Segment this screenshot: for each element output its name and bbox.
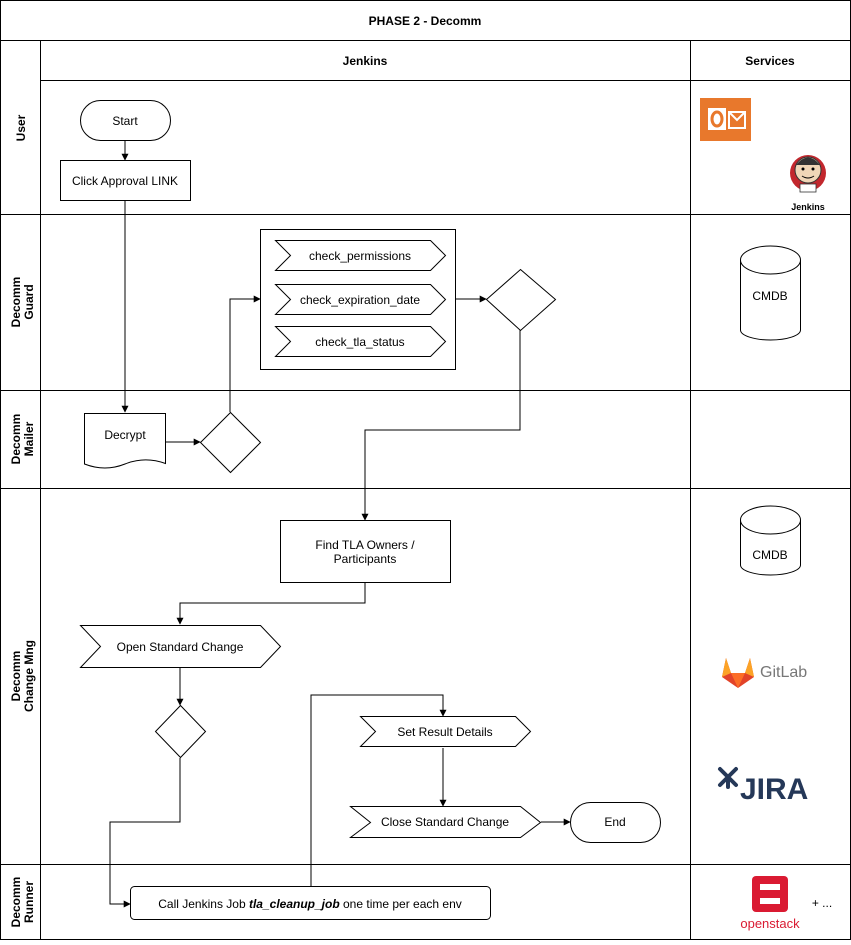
- cmdb-change-icon: CMDB: [740, 505, 801, 576]
- lane-mailer-line1: Decomm: [9, 414, 23, 465]
- jira-label: JIRA: [740, 773, 808, 806]
- lane-runner-line1: Decomm: [9, 877, 23, 928]
- lane-mailer-line2: Mailer: [22, 421, 36, 456]
- click-approval-label: Click Approval LINK: [72, 174, 178, 188]
- lane-change-line2: Change Mng: [22, 640, 36, 712]
- check-expiration-label: check_expiration_date: [300, 293, 420, 307]
- check-tla-step[interactable]: check_tla_status: [274, 326, 447, 357]
- lane-runner-line2: Runner: [22, 881, 36, 923]
- openstack-label: openstack: [740, 916, 800, 931]
- start-label: Start: [112, 114, 138, 128]
- close-change-node[interactable]: Close Standard Change: [349, 806, 542, 838]
- column-services: Services: [745, 54, 795, 68]
- diagram-title: PHASE 2 - Decomm: [369, 14, 482, 28]
- change-decision[interactable]: [154, 704, 207, 759]
- find-owners-node[interactable]: Find TLA Owners / Participants: [280, 520, 451, 583]
- svg-text:Call Jenkins Job tla_cleanup_j: Call Jenkins Job tla_cleanup_job one tim…: [158, 897, 462, 911]
- guard-checks-group: check_permissions check_expiration_date …: [260, 229, 456, 370]
- set-result-label: Set Result Details: [397, 725, 492, 739]
- find-owners-label-line2: Participants: [334, 552, 397, 566]
- mailer-decision[interactable]: [199, 411, 262, 474]
- lane-user: User: [14, 114, 28, 141]
- open-change-node[interactable]: Open Standard Change: [79, 625, 282, 668]
- cmdb-guard-icon: CMDB: [740, 245, 801, 341]
- gitlab-icon: GitLab: [722, 658, 807, 688]
- open-change-label: Open Standard Change: [117, 640, 244, 654]
- lane-guard-line2: Guard: [22, 284, 36, 319]
- check-permissions-label: check_permissions: [309, 249, 411, 263]
- jenkins-icon: Jenkins: [790, 155, 826, 212]
- openstack-icon: openstack: [740, 876, 800, 931]
- decrypt-node[interactable]: Decrypt: [84, 413, 166, 469]
- jenkins-logo-text: Jenkins: [791, 202, 825, 212]
- call-job-node[interactable]: Call Jenkins Job tla_cleanup_job one tim…: [130, 886, 491, 920]
- call-job-name: tla_cleanup_job: [249, 897, 340, 911]
- more-services-label: + ...: [812, 896, 832, 910]
- lane-guard-line1: Decomm: [9, 277, 23, 328]
- outlook-icon: [700, 98, 751, 141]
- check-permissions-step[interactable]: check_permissions: [274, 240, 447, 271]
- connectors: [109, 140, 571, 908]
- lane-change-line1: Decomm: [9, 651, 23, 702]
- column-jenkins: Jenkins: [343, 54, 388, 68]
- check-expiration-step[interactable]: check_expiration_date: [274, 284, 447, 315]
- call-job-prefix: Call Jenkins Job: [158, 897, 249, 911]
- cmdb-change-label: CMDB: [752, 548, 787, 562]
- set-result-node[interactable]: Set Result Details: [359, 716, 532, 747]
- guard-decision[interactable]: [485, 268, 557, 332]
- decrypt-label: Decrypt: [104, 428, 146, 442]
- start-node[interactable]: Start: [80, 100, 171, 141]
- close-change-label: Close Standard Change: [381, 815, 509, 829]
- jira-icon: JIRA: [718, 767, 808, 806]
- end-label: End: [604, 815, 625, 829]
- gitlab-label: GitLab: [760, 664, 807, 681]
- cmdb-guard-label: CMDB: [752, 289, 787, 303]
- click-approval-node[interactable]: Click Approval LINK: [60, 160, 191, 201]
- find-owners-label-line1: Find TLA Owners /: [315, 538, 415, 552]
- call-job-suffix: one time per each env: [340, 897, 462, 911]
- check-tla-label: check_tla_status: [315, 335, 404, 349]
- end-node[interactable]: End: [570, 802, 661, 843]
